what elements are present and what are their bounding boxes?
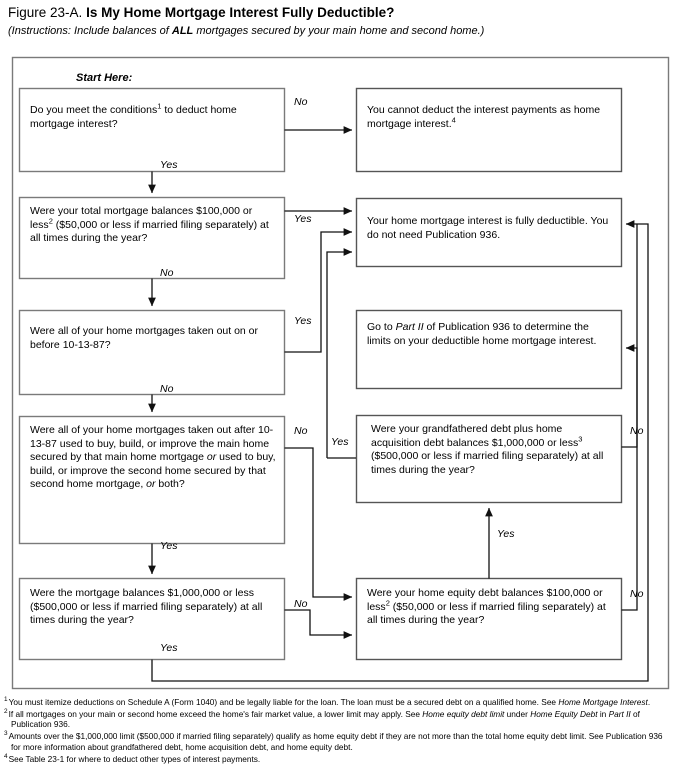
box-r3 [355, 309, 623, 390]
instructions-line: (Instructions: Include balances of ALL m… [8, 25, 484, 37]
footnote-4-text: See Table 23-1 for where to deduct other… [8, 753, 261, 764]
box-q4-text: Were all of your home mortgages taken ou… [30, 424, 276, 490]
footnote-1-text: You must itemize deductions on Schedule … [8, 697, 559, 707]
footnote-3: 3Amounts over the $1,000,000 limit ($500… [4, 730, 663, 752]
box-r3-text: Go to Part II of Publication 936 to dete… [367, 321, 597, 347]
footnote-2-italic3: Part II [608, 708, 631, 719]
edge-q3-yes [284, 228, 353, 353]
instructions-post: mortgages secured by your main home and … [193, 25, 485, 37]
box-q3-text: Were all of your home mortgages taken ou… [30, 325, 259, 351]
box-q3 [18, 309, 286, 396]
edge-label-q5-yes-in: Yes [331, 436, 349, 448]
box-q6-main [18, 577, 286, 661]
edge-label-q2-yes: Yes [294, 213, 312, 225]
footnote-2-post: of Publication 936. [11, 708, 640, 730]
edge-label-q4-no: No [294, 425, 308, 437]
edge-label-q6-yes: Yes [160, 642, 178, 654]
box-q7 [355, 577, 623, 661]
footnote-1: 1You must itemize deductions on Schedule… [4, 696, 651, 707]
edge-q4-no [284, 447, 353, 601]
edge-label-q6-no: No [294, 598, 308, 610]
instructions-emphasis: ALL [171, 25, 194, 37]
box-q2 [18, 196, 286, 280]
edge-label-q3-no: No [160, 383, 174, 395]
box-q5-text: Were your grandfathered debt plus home a… [371, 423, 604, 476]
edge-label-q5-no: No [630, 425, 644, 437]
footnote-1-post: . [647, 697, 651, 707]
figure-label: Figure 23-A. [8, 5, 83, 20]
footnote-2-italic2: Home Equity Debt [530, 708, 598, 719]
edge-label-q3-yes: Yes [294, 315, 312, 327]
footnotes: 1You must itemize deductions on Schedule… [4, 697, 673, 765]
box-r1 [355, 87, 623, 173]
box-q5 [355, 414, 623, 504]
footnote-2-text: If all mortgages on your main or second … [8, 708, 423, 719]
box-r1-text: You cannot deduct the interest payments … [367, 104, 601, 130]
edge-q7-no [621, 344, 638, 611]
box-q2-text: Were your total mortgage balances $100,0… [30, 205, 269, 244]
edge-label-q4-yes: Yes [160, 540, 178, 552]
edge-q5-yes-to-r2 [326, 248, 353, 458]
page-title: Figure 23-A. Is My Home Mortgage Interes… [8, 5, 394, 20]
box-q7-text: Were your home equity debt balances $100… [367, 587, 606, 626]
edge-label-q7-no: No [630, 588, 644, 600]
instructions-pre: (Instructions: Include balances of [8, 25, 172, 37]
footnote-4: 4See Table 23-1 for where to deduct othe… [4, 752, 261, 764]
box-r2-main [355, 197, 623, 268]
box-q4 [18, 415, 286, 545]
edge-q6-no [284, 609, 353, 639]
footnote-2-italic: Home equity debt limit [422, 708, 505, 719]
footnote-1-italic: Home Mortgage Interest [558, 697, 648, 707]
footnote-2: 2If all mortgages on your main or second… [4, 708, 640, 730]
box-q1-text: Do you meet the conditions1 to deduct ho… [30, 101, 237, 130]
edge-q6-yes [151, 220, 649, 682]
footnote-2-mid2: in [597, 708, 609, 719]
edge-label-q1-yes: Yes [160, 159, 178, 171]
footnote-2-mid: under [504, 708, 531, 719]
box-q6-text: Were the mortgage balances $1,000,000 or… [30, 587, 263, 626]
box-r2-text: Your home mortgage interest is fully ded… [367, 215, 609, 241]
edge-label-q1-no: No [294, 96, 308, 108]
edge-label-q7-yes: Yes [497, 528, 515, 540]
edge-label-q2-no: No [160, 267, 174, 279]
footnote-3-text: Amounts over the $1,000,000 limit ($500,… [8, 731, 663, 752]
edge-q5-no [621, 224, 638, 448]
start-here-label: Start Here: [76, 72, 133, 84]
chart-outer-frame [11, 56, 670, 690]
figure-title: Is My Home Mortgage Interest Fully Deduc… [86, 5, 395, 20]
